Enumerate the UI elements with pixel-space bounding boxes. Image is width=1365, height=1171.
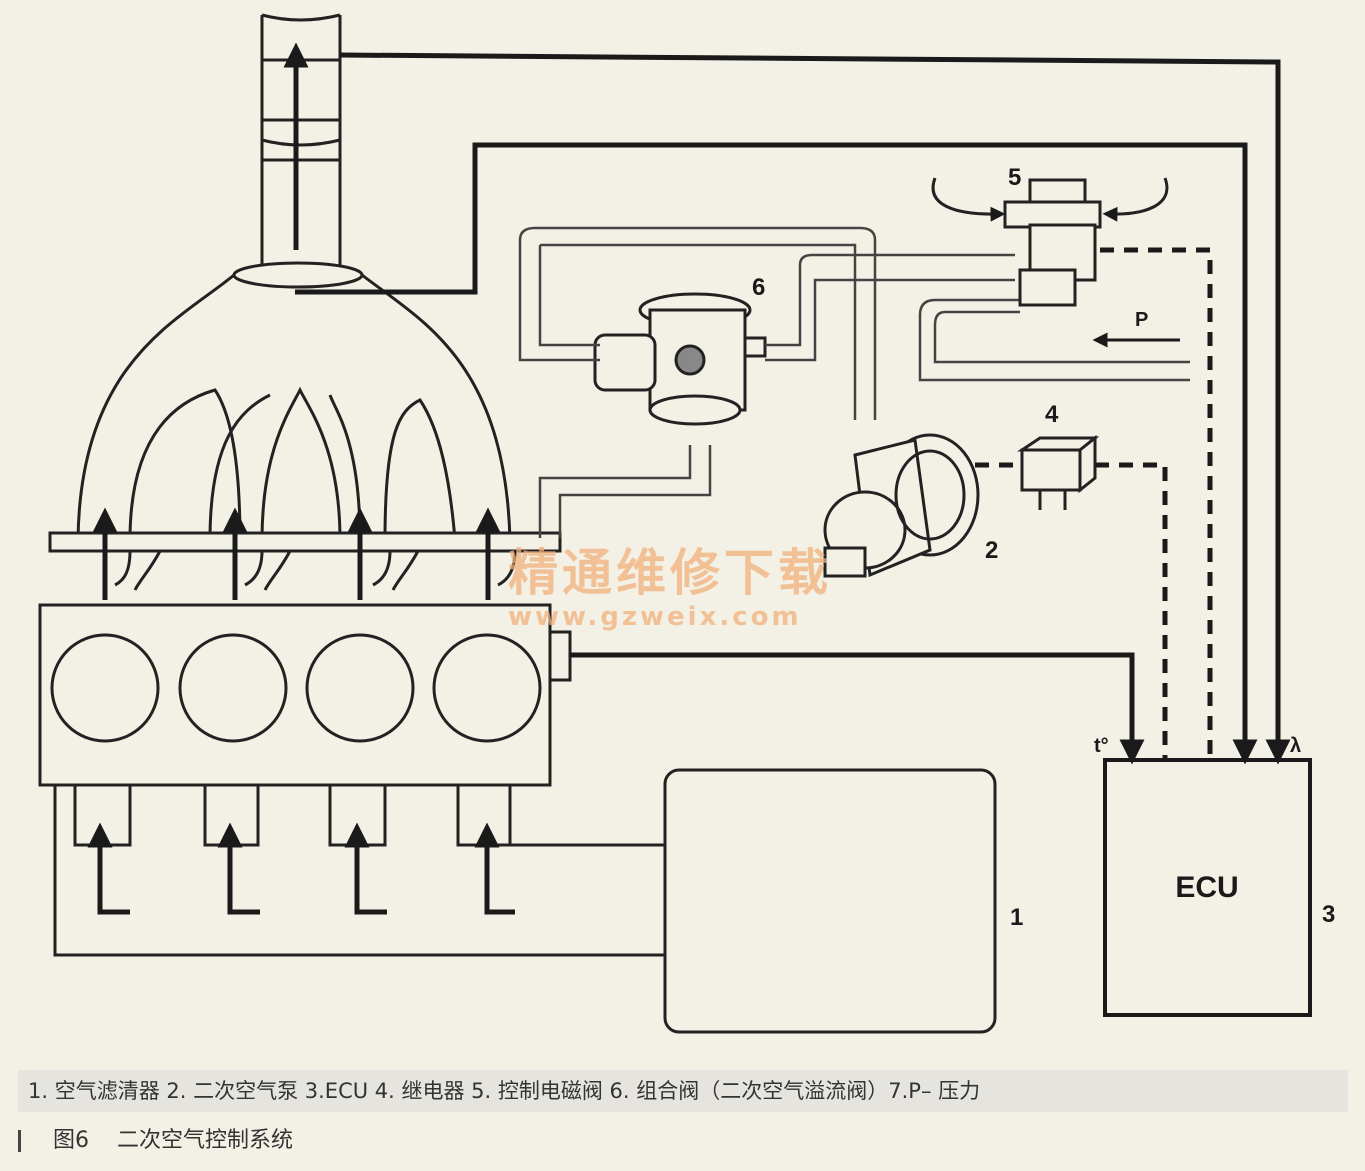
exhaust-manifold [76, 261, 512, 541]
air-injection-rail [48, 531, 562, 591]
label-relay-number: 4 [1045, 401, 1059, 428]
component-legend: 1. 空气滤清器 2. 二次空气泵 3.ECU 4. 继电器 5. 控制电磁阀 … [18, 1070, 1348, 1112]
label-combo-valve-number: 6 [752, 274, 765, 301]
secondary-air-pipes [518, 226, 1190, 538]
figure-number: 图6 [53, 1128, 89, 1153]
secondary-air-system-diagram: 1 6 P 5 4 [38, 13, 1335, 1034]
air-filter [663, 768, 997, 1034]
engine-block [38, 603, 572, 787]
temperature-sensor [548, 630, 572, 682]
label-ecu-number: 3 [1322, 901, 1335, 928]
control-signal-lines [975, 247, 1213, 760]
figure-caption: 图6 二次空气控制系统 [18, 1124, 293, 1158]
control-solenoid-valve [931, 177, 1169, 307]
secondary-air-pump [823, 433, 980, 578]
temperature-input-label: t° [1094, 735, 1109, 757]
label-air-filter-number: 1 [1010, 904, 1023, 931]
relay [1017, 434, 1100, 510]
exhaust-pipe [260, 13, 342, 265]
watermark-url: www.gzweix.com [508, 602, 802, 632]
cylinder-2 [178, 633, 288, 743]
combination-valve [593, 292, 767, 426]
pressure-label: P [1135, 309, 1148, 331]
watermark-text: 精通维修下载 [508, 544, 832, 602]
exhaust-flow-arrows [92, 42, 501, 600]
label-solenoid-number: 5 [1008, 164, 1021, 191]
intake-manifold [53, 785, 665, 957]
sensor-signal-lines [295, 52, 1291, 765]
cylinder-4 [432, 633, 542, 743]
label-pump-number: 2 [985, 537, 998, 564]
caption-marker [18, 1130, 21, 1152]
ecu-box [1103, 758, 1312, 1017]
ecu-label: ECU [1175, 871, 1238, 904]
cylinder-3 [305, 633, 415, 743]
intake-flow-arrows [87, 822, 515, 915]
figure-title: 二次空气控制系统 [117, 1128, 294, 1153]
cylinder-1 [50, 633, 160, 743]
lambda-input-label: λ [1290, 735, 1301, 757]
